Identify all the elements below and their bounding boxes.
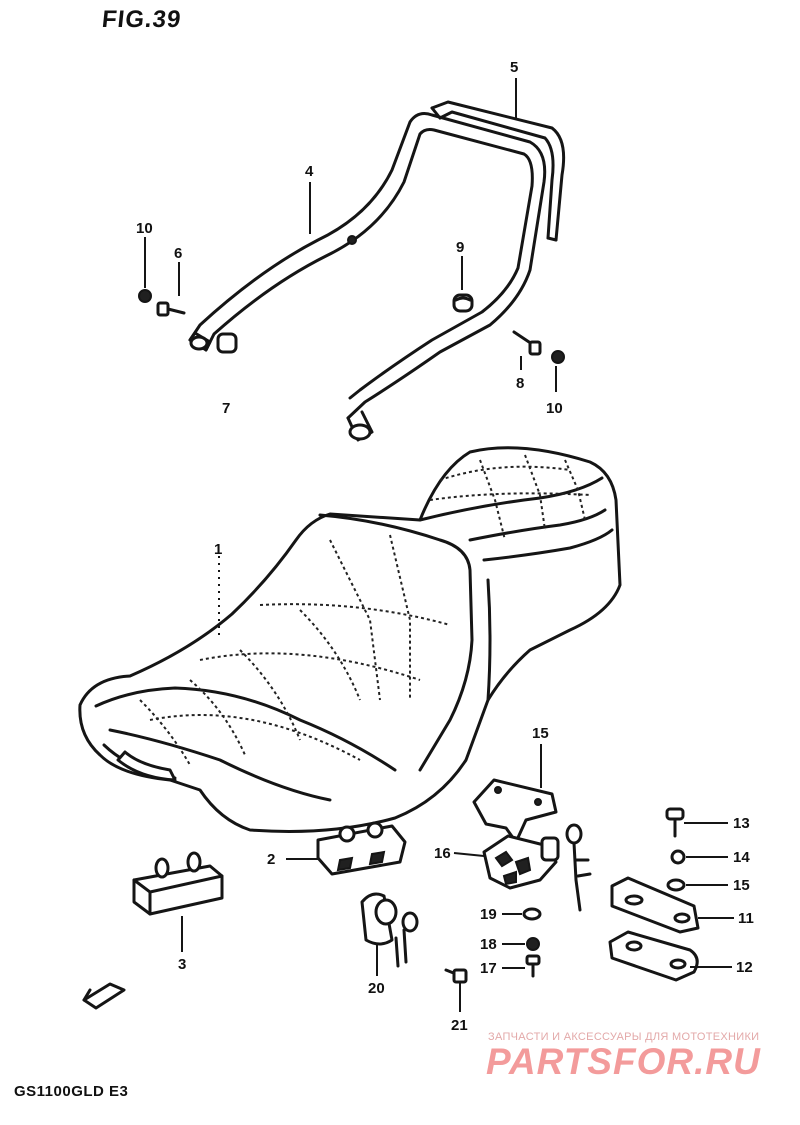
callout-5: 5 [510, 59, 518, 76]
callout-9: 9 [456, 239, 464, 256]
bolt-8 [512, 330, 542, 356]
watermark-brand: PARTSFOR.RU [486, 1041, 761, 1082]
callout-8: 8 [516, 375, 524, 392]
grab-rail-outer [430, 100, 566, 242]
plate-12 [608, 930, 699, 982]
callout-16: 15 [532, 725, 549, 742]
nut-10-left [138, 289, 152, 303]
key-set-upper [565, 823, 592, 912]
grab-rail-main [188, 112, 547, 442]
seat-assembly [78, 446, 622, 833]
front-direction-arrow [82, 982, 126, 1010]
helmet-lock-21 [360, 892, 419, 968]
callout-11: 11 [738, 910, 754, 927]
callout-15: 15 [733, 877, 750, 894]
spacer-7 [216, 332, 238, 354]
callout-17: 16 [434, 845, 451, 862]
callout-4: 4 [305, 163, 314, 180]
callout-3: 3 [178, 956, 186, 973]
callout-2: 2 [267, 851, 275, 868]
nut-14 [670, 849, 686, 865]
cushion-3 [132, 851, 224, 916]
callout-22: 21 [451, 1017, 468, 1034]
callout-20: 19 [480, 906, 497, 923]
latch-bracket-16 [472, 778, 558, 844]
seat-lock-17 [482, 834, 560, 890]
callout-14: 14 [733, 849, 750, 866]
callout-12: 12 [736, 959, 753, 976]
callout-10b: 10 [546, 400, 563, 417]
callout-18: 17 [480, 960, 497, 977]
nut-19 [526, 937, 540, 951]
callout-7: 7 [222, 400, 230, 417]
callout-21: 20 [368, 980, 385, 997]
callout-13: 13 [733, 815, 750, 832]
callout-19: 18 [480, 936, 497, 953]
bolt-18 [525, 954, 541, 978]
nut-10-right [551, 350, 565, 364]
bolt-6 [156, 301, 186, 317]
watermark-tagline: ЗАПЧАСТИ И АКСЕССУАРЫ ДЛЯ МОТОТЕХНИКИ [488, 1031, 760, 1043]
washer-15 [666, 878, 686, 892]
bolt-22 [444, 968, 468, 984]
model-code: GS1100GLD E3 [14, 1083, 129, 1100]
callout-10a: 10 [136, 220, 153, 237]
bolt-13 [665, 807, 685, 838]
leader-17 [453, 852, 485, 857]
washer-20 [522, 907, 542, 921]
bracket-11 [610, 876, 700, 934]
callout-1: 1 [214, 541, 222, 558]
callout-6: 6 [174, 245, 182, 262]
cushion-9 [452, 293, 474, 313]
